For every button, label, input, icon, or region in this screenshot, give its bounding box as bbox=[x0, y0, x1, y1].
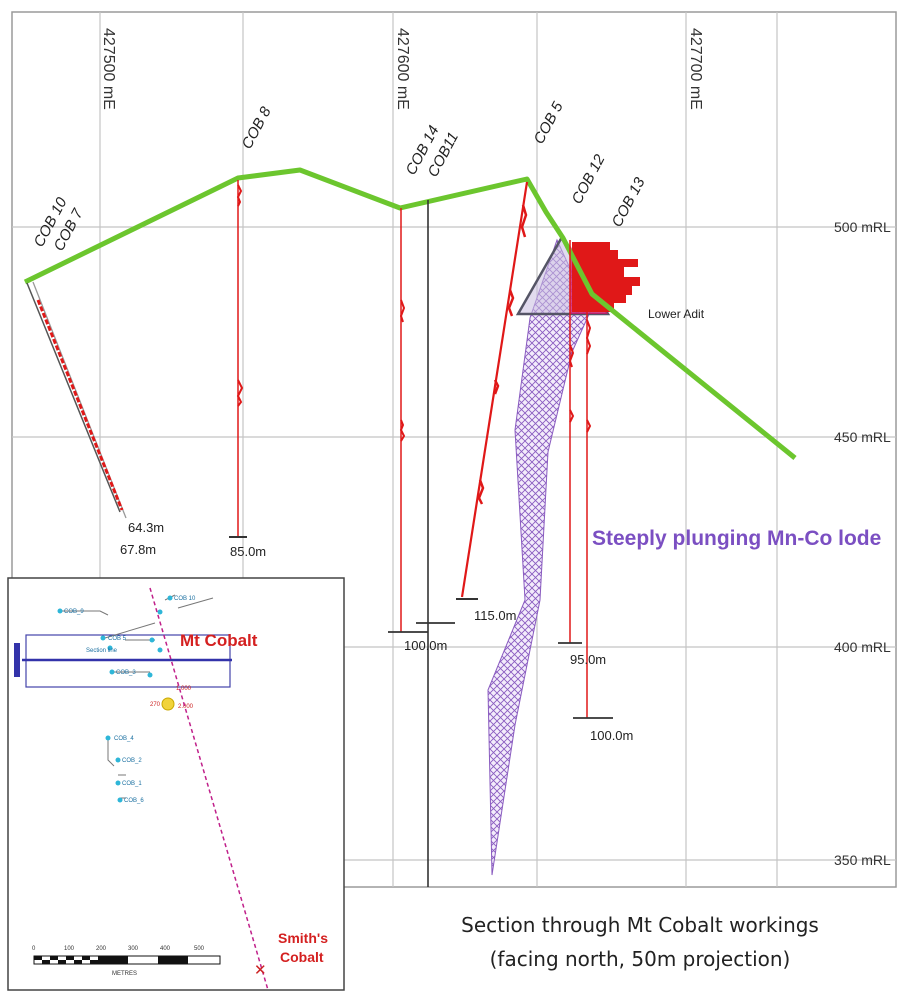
depth-label-cob8: 85.0m bbox=[230, 544, 266, 559]
depth-label-cob7: 67.8m bbox=[120, 542, 156, 557]
svg-text:COB_3: COB_3 bbox=[116, 670, 136, 676]
svg-text:400: 400 bbox=[160, 946, 171, 952]
scale-bar: 0 100 200 300 400 500 METRES bbox=[32, 946, 221, 977]
smiths-cobalt-label: Smith's Cobalt bbox=[278, 930, 332, 965]
rl-label-400: 400 mRL bbox=[834, 639, 891, 655]
inset-map: COB_9 COB 10 COB 5 Section line COB_3COB_4… bbox=[7, 577, 345, 991]
lode-label: Steeply plunging Mn-Co lode bbox=[592, 527, 881, 550]
assay-trace-cob5 bbox=[477, 204, 528, 505]
smiths-cobalt-marker: ✕ bbox=[254, 962, 267, 979]
svg-text:300: 300 bbox=[128, 946, 139, 952]
inset-frame bbox=[7, 577, 345, 991]
depth-label-cob5: 115.0m bbox=[474, 608, 516, 623]
caption-line-1: Section through Mt Cobalt workings bbox=[461, 913, 819, 937]
svg-text:2.000: 2.000 bbox=[178, 704, 194, 710]
caption-line-2: (facing north, 50m projection) bbox=[489, 947, 791, 971]
surface-profile bbox=[23, 167, 797, 460]
svg-text:COB_4: COB_4 bbox=[114, 736, 134, 742]
svg-text:500: 500 bbox=[194, 946, 205, 952]
depth-label-cob14: 100.0m bbox=[404, 638, 447, 653]
svg-text:270: 270 bbox=[150, 702, 161, 708]
drillhole-cob10 bbox=[26, 282, 121, 513]
easting-label-427600: 427600 mE bbox=[394, 28, 411, 110]
depth-label-cob12: 95.0m bbox=[570, 652, 606, 667]
svg-text:COB_2: COB_2 bbox=[122, 758, 142, 764]
svg-text:Section line: Section line bbox=[86, 648, 118, 654]
svg-text:1.000: 1.000 bbox=[176, 686, 192, 692]
depth-label-cob10: 64.3m bbox=[128, 520, 164, 535]
mn-co-lode bbox=[487, 238, 591, 876]
drill-holes bbox=[26, 180, 613, 887]
svg-text:COB 10: COB 10 bbox=[174, 596, 196, 602]
drillhole-cob5 bbox=[460, 181, 529, 598]
easting-label-427500: 427500 mE bbox=[100, 28, 117, 110]
svg-text:COB_6: COB_6 bbox=[124, 798, 144, 804]
lower-adit-label: Lower Adit bbox=[648, 307, 705, 321]
assay-trace-cob14 bbox=[399, 299, 406, 442]
rl-label-450: 450 mRL bbox=[834, 429, 891, 445]
assay-trace-cob8 bbox=[236, 184, 244, 407]
depth-label-cob13: 100.0m bbox=[590, 728, 633, 743]
assay-trace-cob12 bbox=[568, 344, 575, 423]
mt-cobalt-label: Mt Cobalt bbox=[180, 631, 258, 650]
rl-label-500: 500 mRL bbox=[834, 219, 891, 235]
assay-trace-cob7 bbox=[36, 299, 124, 511]
svg-text:COB 5: COB 5 bbox=[108, 636, 127, 642]
easting-label-427700: 427700 mE bbox=[687, 28, 704, 110]
svg-text:COB_1: COB_1 bbox=[122, 781, 142, 787]
section-line-marker bbox=[14, 643, 20, 677]
figure-caption: Section through Mt Cobalt workings (faci… bbox=[400, 908, 880, 976]
svg-text:100: 100 bbox=[64, 946, 75, 952]
svg-text:200: 200 bbox=[96, 946, 107, 952]
scale-unit: METRES bbox=[112, 971, 137, 977]
assay-trace-cob13 bbox=[585, 319, 592, 433]
rl-label-350: 350 mRL bbox=[834, 852, 891, 868]
svg-text:COB_9: COB_9 bbox=[64, 609, 84, 615]
workings-marker bbox=[161, 697, 175, 711]
svg-text:0: 0 bbox=[32, 946, 36, 952]
